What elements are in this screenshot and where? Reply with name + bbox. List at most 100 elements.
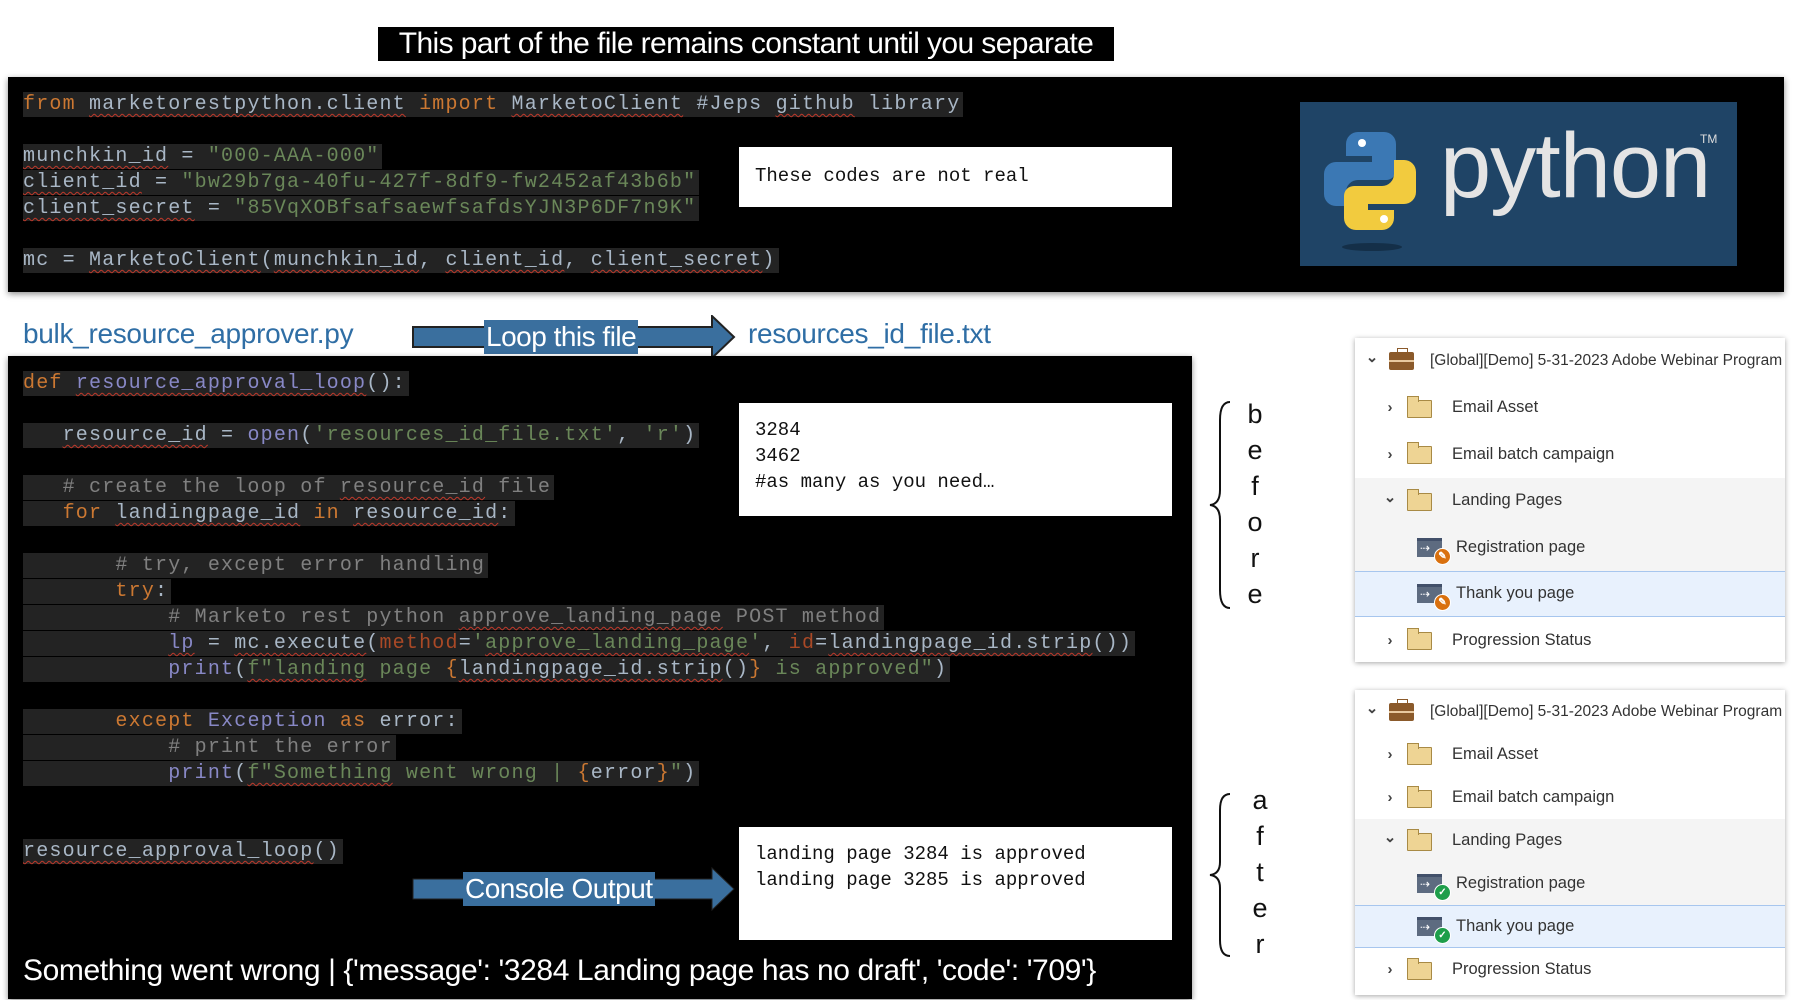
- code-token: 'r': [643, 424, 684, 447]
- code-line: for landingpage_id in resource_id:: [23, 501, 1135, 527]
- code-block-header: from marketorestpython.client import Mar…: [23, 92, 964, 274]
- approved-check-icon: ✓: [1434, 927, 1451, 944]
- brace-letter: t: [1256, 857, 1264, 887]
- code-line: munchkin_id = "000-AAA-000": [23, 144, 963, 170]
- tree-row-label: Progression Status: [1452, 960, 1592, 978]
- code-line-highlight: # print the error: [23, 735, 396, 760]
- chevron-right-icon[interactable]: ›: [1387, 631, 1393, 649]
- chevron-right-icon[interactable]: ›: [1387, 399, 1393, 417]
- code-line-highlight: print(f"landing page {landingpage_id.str…: [23, 657, 951, 682]
- folder-icon: [1407, 957, 1432, 980]
- code-line: print(f"Something went wrong | {error}"): [23, 761, 1135, 787]
- code-token: munchkin_id: [273, 249, 420, 272]
- code-line: # print the error: [23, 735, 1135, 761]
- code-token: =: [207, 424, 248, 447]
- code-line: # Marketo rest python approve_landing_pa…: [23, 605, 1135, 631]
- code-token: def: [23, 372, 63, 395]
- code-token: error:: [366, 710, 459, 733]
- tree-row-label: Thank you page: [1456, 917, 1575, 935]
- code-line: except Exception as error:: [23, 709, 1135, 735]
- code-token: [23, 502, 63, 525]
- code-token: open: [247, 424, 301, 447]
- code-token: =: [168, 145, 208, 168]
- code-token: "000-AAA-000": [207, 145, 380, 168]
- tree-row-progression-status[interactable]: ›Progression Status: [1355, 617, 1785, 662]
- chevron-right-icon[interactable]: ›: [1387, 789, 1393, 806]
- code-token: # print the error: [23, 736, 393, 759]
- code-token: =: [815, 632, 829, 655]
- code-token: ,: [564, 249, 591, 272]
- code-line: print(f"landing page {landingpage_id.str…: [23, 657, 1135, 683]
- brace-letter: e: [1247, 435, 1263, 465]
- tree-row-label: Registration page: [1456, 874, 1586, 892]
- tree-row-email-asset[interactable]: ›Email Asset: [1355, 733, 1785, 776]
- code-token: (): [722, 658, 750, 681]
- tree-row-program[interactable]: ⌄[Global][Demo] 5-31-2023 Adobe Webinar …: [1355, 690, 1785, 733]
- tree-row-progression-status[interactable]: › Progression Status: [1355, 948, 1785, 991]
- tree-row-email-batch-campaign[interactable]: ›Email batch campaign: [1355, 776, 1785, 819]
- program-icon: [1389, 698, 1414, 721]
- code-line-highlight: resource_approval_loop(): [23, 839, 343, 864]
- code-token: ,: [419, 249, 446, 272]
- brace-letter: r: [1255, 929, 1265, 959]
- tree-row-thank-you-page[interactable]: ⇢✎Thank you page: [1355, 570, 1785, 617]
- code-line: [23, 222, 963, 248]
- tree-row-email-batch-campaign[interactable]: ›Email batch campaign: [1355, 431, 1785, 478]
- tree-row-landing-pages[interactable]: ⌄ Landing Pages: [1355, 477, 1785, 524]
- tree-row-label: Landing Pages: [1452, 491, 1563, 510]
- code-line: lp = mc.execute(method='approve_landing_…: [23, 631, 1136, 657]
- chevron-down-icon[interactable]: ⌄: [1383, 828, 1397, 846]
- code-line-highlight: client_id = "bw29b7ga-40fu-427f-8df9-fw2…: [23, 170, 700, 195]
- tree-row-thank-you-page[interactable]: ⇢✓Thank you page: [1355, 905, 1785, 948]
- brace-letter: b: [1247, 399, 1263, 429]
- code-token: [63, 372, 76, 395]
- code-line-highlight: try:: [23, 579, 172, 604]
- code-token: marketorestpython.client: [89, 93, 406, 116]
- chevron-down-icon[interactable]: ⌄: [1365, 699, 1379, 717]
- code-token: ,: [617, 424, 644, 447]
- code-token: error: [590, 762, 657, 785]
- code-token: [23, 424, 63, 447]
- tree-row-registration-page[interactable]: ⇢✎Registration page: [1355, 524, 1785, 571]
- code-token: =: [458, 632, 472, 655]
- tree-row-label: Thank you page: [1456, 584, 1575, 603]
- console-output: landing page 3284 is approved landing pa…: [739, 827, 1172, 940]
- code-line: [23, 787, 1135, 813]
- tree-row-email-asset[interactable]: ›Email Asset: [1355, 385, 1785, 432]
- code-token: [327, 710, 340, 733]
- code-token: client_id: [445, 249, 565, 272]
- code-token: resource_approval_loop: [75, 372, 367, 395]
- approved-check-icon: ✓: [1434, 884, 1451, 901]
- folder-icon: [1407, 628, 1432, 651]
- chevron-down-icon[interactable]: ⌄: [1383, 488, 1397, 506]
- chevron-right-icon[interactable]: ›: [1387, 961, 1393, 978]
- code-line-highlight: resource_id = open('resources_id_file.tx…: [23, 423, 700, 448]
- code-token: ): [683, 762, 697, 785]
- code-token: ()): [1092, 632, 1133, 655]
- code-token: Exception: [207, 710, 327, 733]
- code-line: mc = MarketoClient(munchkin_id, client_i…: [23, 248, 963, 274]
- code-token: [300, 502, 313, 525]
- tree-row-registration-page[interactable]: ⇢✓Registration page: [1355, 862, 1785, 905]
- chevron-down-icon[interactable]: ⌄: [1365, 349, 1379, 367]
- code-line: [23, 683, 1135, 709]
- brace-before-icon: [1209, 401, 1231, 609]
- code-token: ): [934, 658, 948, 681]
- tree-row-label: [Global][Demo] 5-31-2023 Adobe Webinar P…: [1430, 352, 1783, 370]
- code-token: client_secret: [590, 249, 763, 272]
- tree-row-landing-pages[interactable]: ⌄ Landing Pages: [1355, 819, 1785, 862]
- tree-row-program[interactable]: ⌄ [Global][Demo] 5-31-2023 Adobe Webinar …: [1355, 338, 1785, 385]
- constant-code-panel: from marketorestpython.client import Mar…: [8, 77, 1784, 292]
- tree-row-label: Landing Pages: [1452, 831, 1563, 849]
- code-token: [340, 502, 353, 525]
- code-token: landingpage_id.strip: [828, 632, 1093, 655]
- code-token: [102, 502, 115, 525]
- chevron-right-icon[interactable]: ›: [1387, 746, 1393, 763]
- brace-letter: r: [1250, 543, 1260, 573]
- code-token: [23, 710, 115, 733]
- code-token: id: [788, 632, 816, 655]
- code-token: ): [683, 424, 697, 447]
- chevron-right-icon[interactable]: ›: [1387, 445, 1393, 463]
- code-token: in: [313, 502, 340, 525]
